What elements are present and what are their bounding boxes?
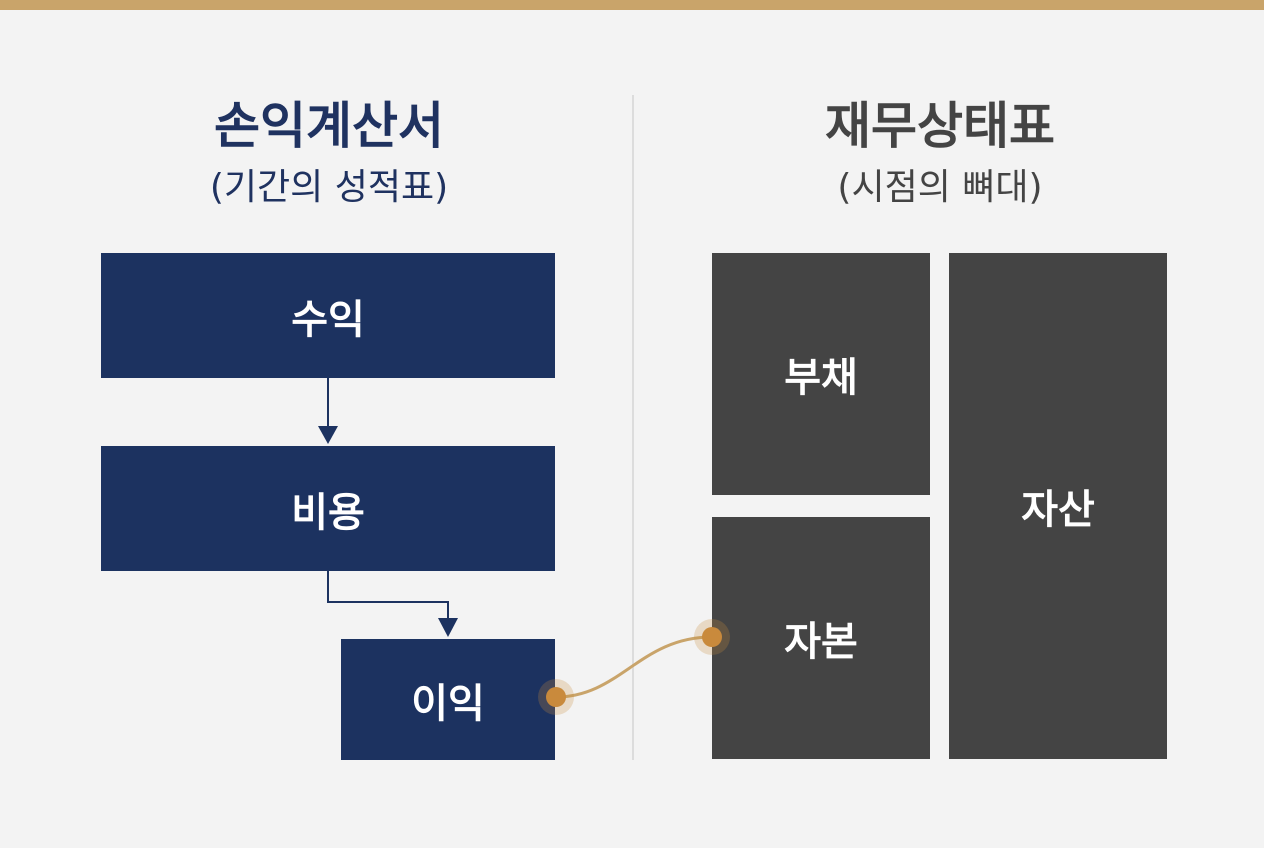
equity-box: 자본	[712, 517, 930, 759]
liability-label: 부채	[784, 355, 858, 401]
asset-box: 자산	[949, 253, 1167, 759]
income-statement-title: 손익계산서	[214, 97, 444, 155]
revenue-to-expense-arrow	[318, 378, 338, 444]
expense-label: 비용	[291, 489, 365, 536]
center-divider	[632, 95, 634, 760]
expense-box: 비용	[101, 446, 555, 571]
liability-box: 부채	[712, 253, 930, 495]
balance-sheet-title: 재무상태표	[825, 97, 1055, 155]
profit-box: 이익	[341, 639, 555, 760]
balance-sheet-subtitle: (시점의 뼈대)	[837, 167, 1043, 208]
revenue-box: 수익	[101, 253, 555, 378]
profit-to-equity-link	[538, 619, 730, 715]
asset-label: 자산	[1021, 487, 1095, 533]
equity-label: 자본	[784, 619, 858, 665]
profit-label: 이익	[411, 680, 485, 727]
top-accent-bar	[0, 0, 1264, 10]
expense-to-profit-arrow	[327, 571, 458, 637]
income-statement-subtitle: (기간의 성적표)	[209, 167, 449, 208]
revenue-label: 수익	[291, 296, 365, 343]
